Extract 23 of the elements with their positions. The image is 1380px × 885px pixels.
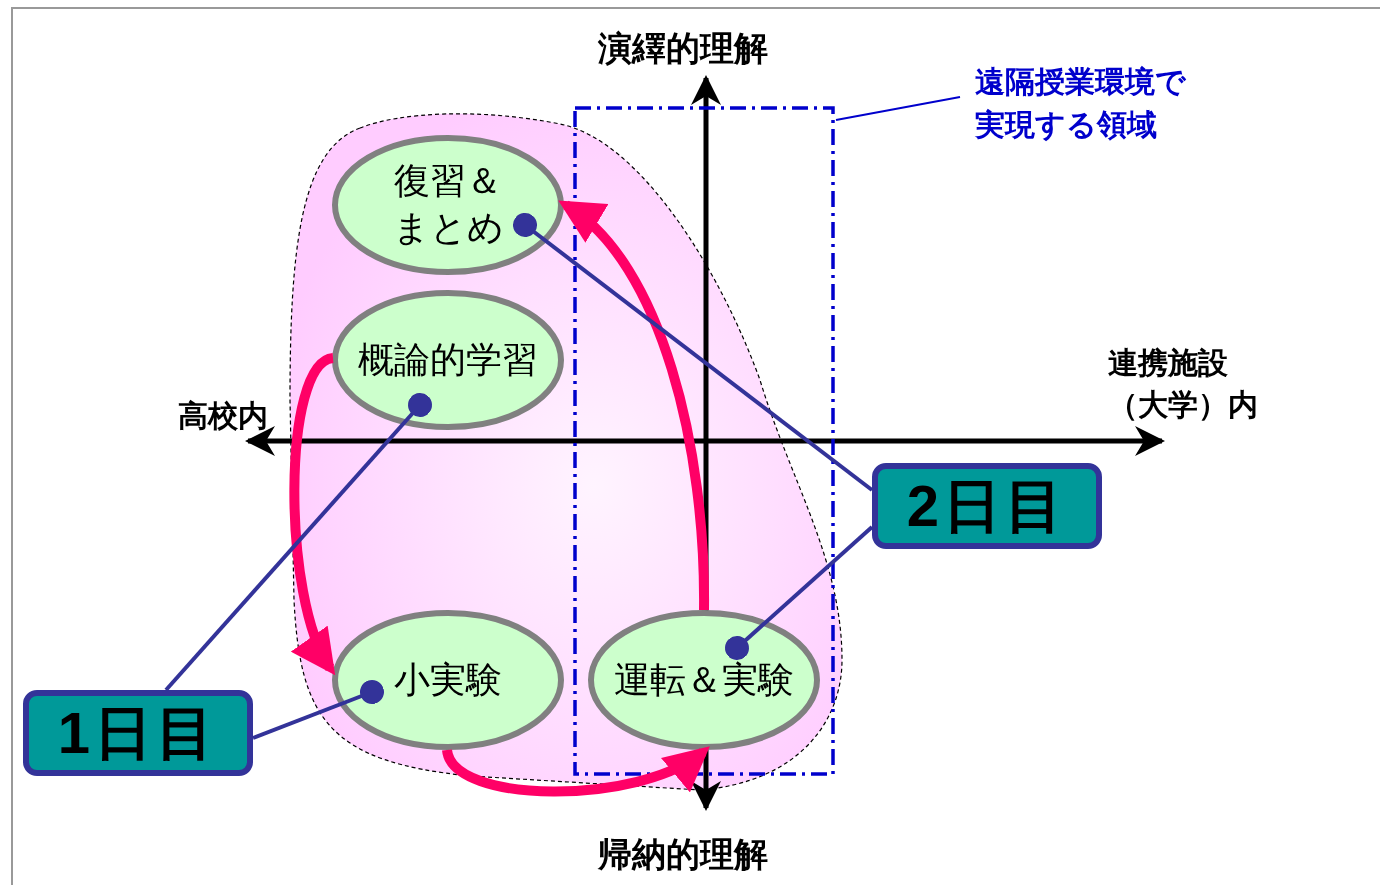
node-label: 運転＆実験: [614, 657, 794, 702]
connector-line: [513, 213, 874, 492]
day-label: 1日目: [57, 699, 219, 768]
ellipse-node: [332, 290, 564, 430]
node-label: 小実験: [394, 657, 502, 702]
connector-line: [164, 393, 432, 692]
axis-label: 演繹的理解: [598, 27, 769, 70]
ellipse-node: [588, 610, 820, 750]
day-tag: [872, 463, 1102, 549]
leader-line: [835, 96, 961, 121]
arrow: [442, 747, 711, 797]
connector-line: [725, 525, 874, 660]
node-label: 復習＆まとめ: [391, 159, 505, 250]
ellipse-node: [332, 135, 564, 275]
axis-label: 帰納的理解: [598, 833, 769, 876]
ellipse-node: [332, 610, 564, 750]
node-label: 概論的学習: [358, 337, 538, 382]
axis-label: 高校内: [178, 397, 269, 435]
day-label: 2日目: [906, 472, 1068, 541]
axis-label: 連携施設（大学）内: [1108, 344, 1259, 424]
annotation-text: 遠隔授業環境で実現する領域: [975, 62, 1187, 144]
connector-line: [252, 680, 384, 740]
day-tag: [23, 690, 253, 776]
